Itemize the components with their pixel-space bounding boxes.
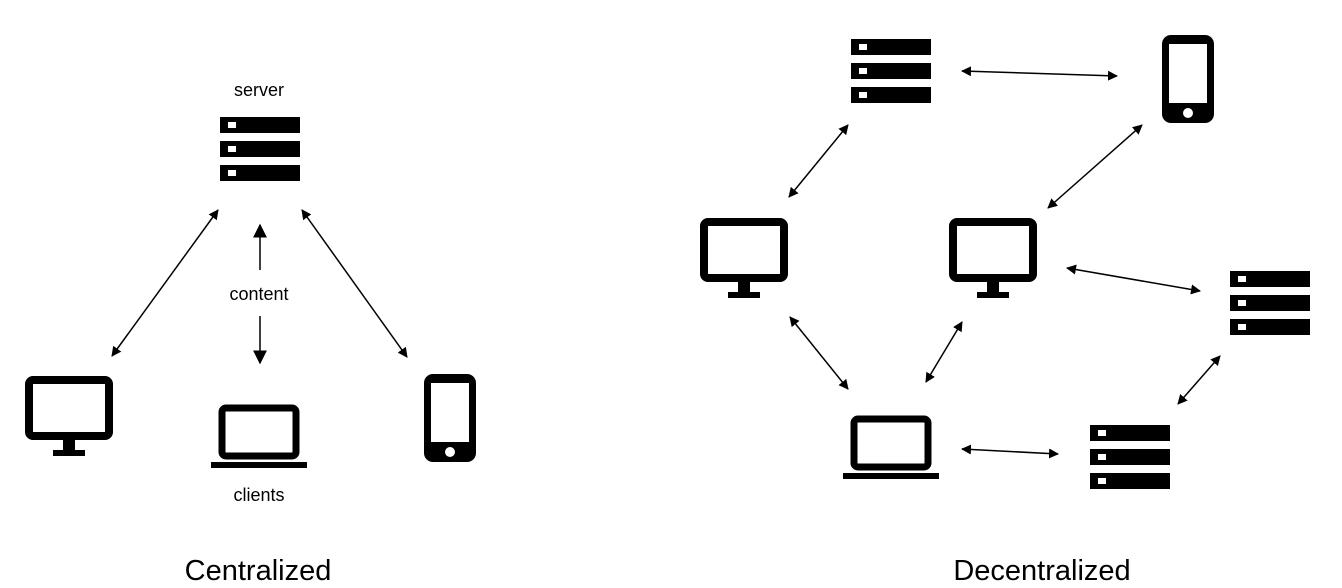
link-phone-monitor-right [1047,124,1143,209]
link-laptop-server [961,444,1059,459]
link-server-phone [961,66,1118,81]
decentralized-panel: Decentralized [704,35,1310,587]
laptop-icon [211,408,307,468]
link-server-phone [301,209,408,358]
clients-label: clients [233,485,284,505]
monitor-icon [704,222,784,298]
link-monitor-server-right [1066,264,1201,295]
link-server-monitor [111,209,219,357]
laptop-icon [843,419,939,479]
monitor-icon [29,380,109,456]
centralized-panel: server content clients Centralized [29,80,476,587]
server-label: server [234,80,284,100]
centralized-title: Centralized [185,555,332,587]
link-server-server [1177,355,1221,405]
server-icon [1090,425,1170,489]
server-icon [220,117,300,181]
content-label: content [229,284,288,304]
link-monitor-right-laptop [925,321,963,383]
monitor-icon [953,222,1033,298]
server-icon [1230,271,1310,335]
decentralized-title: Decentralized [953,555,1130,587]
phone-icon [424,374,476,462]
link-server-monitor-left [788,124,849,198]
link-monitor-laptop [789,316,849,390]
phone-icon [1162,35,1214,123]
server-icon [851,39,931,103]
